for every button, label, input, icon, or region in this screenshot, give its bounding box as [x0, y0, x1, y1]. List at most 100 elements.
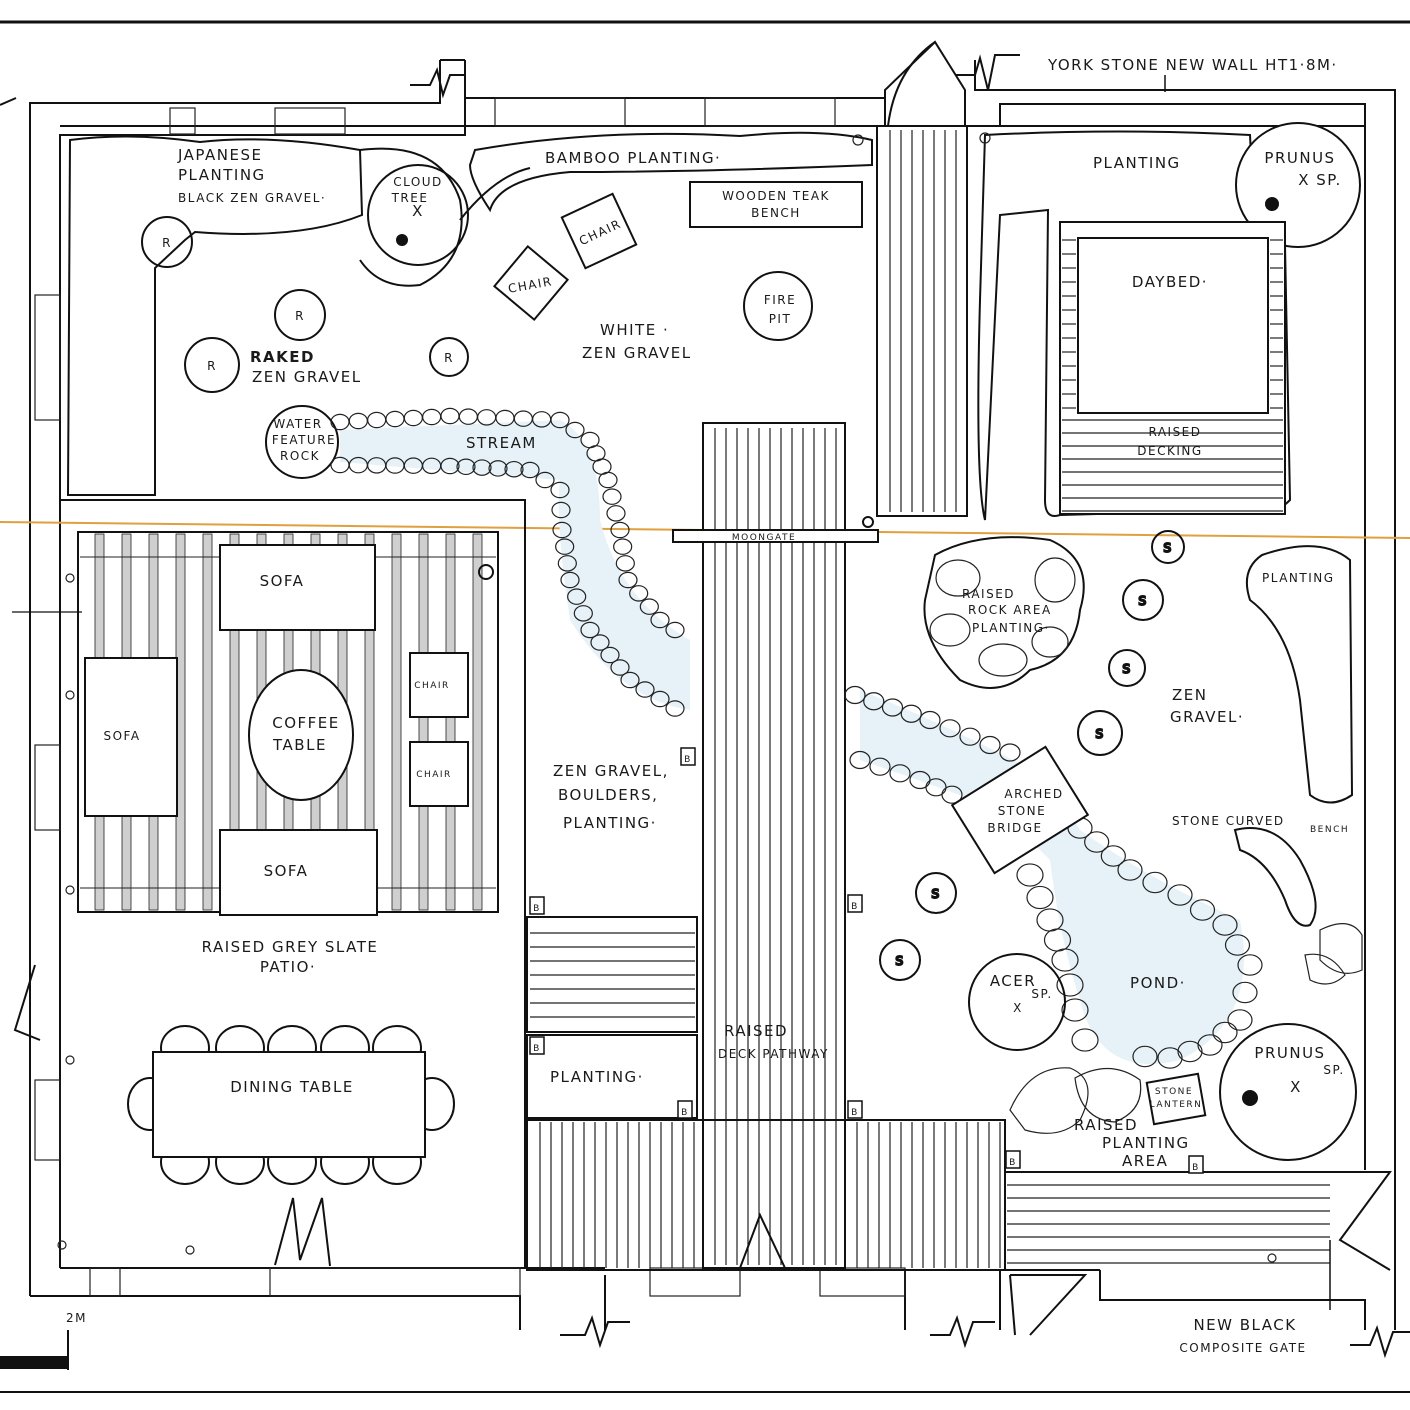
stepping-stone-label: S — [1138, 594, 1147, 608]
svg-text:2M: 2M — [66, 1311, 87, 1325]
gate-label-1: NEW BLACK — [1193, 1316, 1296, 1334]
raised-rock-label-2: ROCK AREA — [968, 603, 1052, 617]
wall-note: YORK STONE NEW WALL HT1·8M· — [1047, 56, 1338, 74]
arched-bridge-label-1: ARCHED — [1004, 787, 1063, 801]
svg-text:CHAIR: CHAIR — [577, 217, 624, 249]
sofa-left-label: SOFA — [103, 729, 140, 743]
prunus-top-label-2: X SP. — [1298, 171, 1342, 189]
arched-bridge-label-2: STONE — [998, 804, 1046, 818]
external-lights — [57, 132, 1277, 1263]
moongate — [672, 529, 879, 543]
planting-mid-label: PLANTING· — [550, 1068, 644, 1086]
planting-right-label: PLANTING — [1262, 571, 1335, 585]
raked-gravel-label-1: RAKED — [250, 348, 315, 366]
wall-break-symbols — [410, 54, 1410, 1359]
dining-table-label: DINING TABLE — [230, 1078, 354, 1096]
sofa-top-label: SOFA — [260, 572, 305, 590]
boulder-marker-label: B — [851, 1108, 859, 1118]
water-feature-rock — [265, 405, 339, 479]
top-gate — [884, 40, 966, 127]
raised-rock-stones — [929, 557, 1076, 677]
fire-pit-label-1: FIRE — [764, 293, 796, 307]
fire-pit-label-2: PIT — [769, 312, 792, 326]
acer-tree — [968, 953, 1066, 1051]
sofa-bottom-label: SOFA — [264, 862, 309, 880]
boulder-marker — [680, 747, 696, 766]
cloud-tree-label-2: TREE — [391, 191, 429, 205]
boulder-marker-label: B — [681, 1108, 689, 1118]
boulder-marker — [847, 894, 863, 913]
bench-label-1: WOODEN TEAK — [722, 189, 830, 203]
japanese-planting-label-1: JAPANESE — [177, 146, 262, 164]
raked-gravel-label-2: ZEN GRAVEL — [252, 368, 362, 386]
boulder-marker — [529, 896, 545, 915]
japanese-planting-label-2: PLANTING — [178, 166, 266, 184]
acer-label-1: ACER — [990, 972, 1036, 990]
stepping-stone — [879, 939, 921, 981]
stepping-stone — [1077, 710, 1123, 756]
prunus-top — [1235, 122, 1361, 248]
zen-boulders-label-1: ZEN GRAVEL, — [553, 762, 669, 780]
chair-small-label-1: CHAIR — [414, 681, 450, 691]
bamboo-planting-strip — [468, 131, 873, 213]
stream-label: STREAM — [466, 434, 537, 452]
prunus-bottom-label-2: SP. — [1323, 1063, 1344, 1077]
right-planting-strip — [1246, 545, 1354, 804]
boulder-marker — [1188, 1155, 1204, 1174]
prunus-top-mark — [1265, 197, 1279, 211]
patio-boundary — [60, 499, 526, 1268]
stone-lantern-label-2: LANTERN — [1150, 1100, 1203, 1110]
arched-bridge-label-3: BRIDGE — [987, 821, 1042, 835]
chair-1: CHAIR — [492, 244, 570, 322]
lounge-light — [478, 564, 494, 580]
wooden-teak-bench — [689, 181, 863, 228]
raised-deck-pathway — [702, 422, 846, 1269]
stream-stones — [330, 407, 685, 717]
coffee-table-label-2: TABLE — [272, 736, 327, 754]
pond-stones — [844, 685, 1263, 1069]
patio-label-1: RAISED GREY SLATE — [202, 938, 379, 956]
daybed — [1077, 237, 1269, 414]
boulder-marker-label: B — [533, 904, 541, 914]
acer-label-2: SP. — [1031, 987, 1052, 1001]
bamboo-planting-extension — [459, 167, 531, 221]
chair-small-1 — [409, 652, 469, 718]
gate-label-2: COMPOSITE GATE — [1179, 1341, 1306, 1355]
boulder-marker-label: B — [533, 1044, 541, 1054]
coffee-table — [248, 669, 354, 801]
stone-bench-label-2: BENCH — [1310, 825, 1349, 835]
sofa-top — [219, 544, 376, 631]
water-feature-label-1: WATER — [273, 417, 322, 431]
raised-decking-label-2: DECKING — [1137, 444, 1202, 458]
raised-decking-label-1: RAISED — [1148, 425, 1201, 439]
boulder-marker — [529, 1036, 545, 1055]
patio-door — [13, 964, 786, 1269]
stone-lantern-label-1: STONE — [1155, 1087, 1193, 1097]
chair-2: CHAIR — [560, 192, 638, 270]
dining-table — [152, 1051, 426, 1158]
moongate-light — [862, 516, 874, 528]
pond-label: POND· — [1130, 974, 1186, 992]
raised-planting-label-1: RAISED — [1074, 1116, 1138, 1134]
cloud-tree — [367, 164, 469, 266]
white-zen-gravel-label-1: WHITE · — [600, 321, 669, 339]
fire-pit — [743, 271, 813, 341]
boulder-marker — [677, 1100, 693, 1119]
stepping-stone-label: S — [1163, 541, 1172, 555]
raised-planting-label-3: AREA — [1122, 1152, 1168, 1170]
raked-rocks — [141, 216, 469, 393]
zen-gravel-right-label-1: ZEN — [1172, 686, 1207, 704]
top-decking-walkway — [876, 125, 968, 517]
scale-bar: 2M — [0, 1311, 87, 1370]
cloud-tree-mark — [396, 234, 408, 246]
zen-boulders-label-3: PLANTING· — [563, 814, 657, 832]
rock-marker-2: R — [295, 309, 305, 323]
water-feature-label-2: FEATURE — [272, 433, 336, 447]
raised-planting-label-2: PLANTING — [1102, 1134, 1190, 1152]
right-boulders — [1304, 923, 1363, 985]
water-feature-label-3: ROCK — [280, 449, 320, 463]
raised-planting-area — [1009, 1067, 1142, 1134]
stepping-stone-label: S — [1122, 662, 1131, 676]
